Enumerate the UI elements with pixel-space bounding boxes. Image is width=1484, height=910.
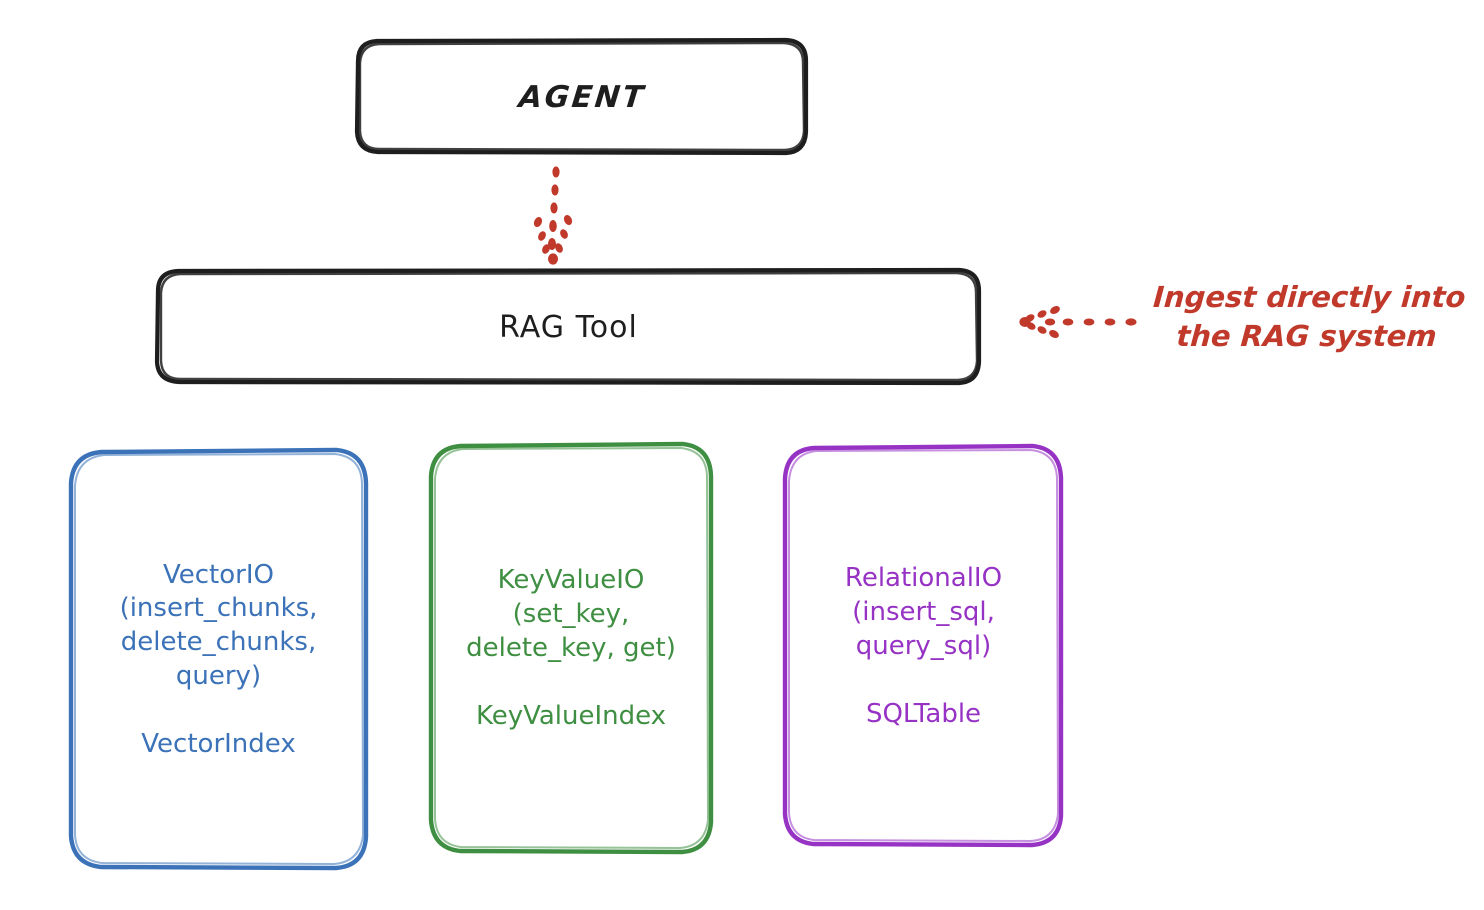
agent-box-outline xyxy=(354,37,809,156)
keyvalue-index-label: KeyValueIndex xyxy=(475,700,667,731)
relational-io-node[interactable]: RelationalIO (insert_sql, query_sql) SQL… xyxy=(785,446,1062,848)
agent-to-rag-connector xyxy=(533,166,573,265)
vector-index-label: VectorIndex xyxy=(141,728,296,759)
rag-tool-label: RAG Tool xyxy=(499,309,638,345)
ingest-annotation-label: Ingest directly into the RAG system xyxy=(1152,280,1467,353)
agent-node[interactable]: AGENT xyxy=(357,40,807,154)
keyvalue-io-box-outline xyxy=(428,441,714,855)
relational-io-box-outline xyxy=(782,443,1064,848)
vector-io-box-outline xyxy=(68,447,369,871)
relational-io-api-label: RelationalIO (insert_sql, query_sql) xyxy=(844,563,1003,661)
sql-table-label: SQLTable xyxy=(865,698,982,729)
ingest-connector xyxy=(1019,305,1137,339)
keyvalue-io-node[interactable]: KeyValueIO (set_key, delete_key, get) Ke… xyxy=(430,444,712,854)
agent-label: AGENT xyxy=(516,79,648,115)
keyvalue-io-api-label: KeyValueIO (set_key, delete_key, get) xyxy=(466,565,676,663)
rag-tool-node[interactable]: RAG Tool xyxy=(157,270,980,384)
vector-io-node[interactable]: VectorIO (insert_chunks, delete_chunks, … xyxy=(70,450,367,870)
vector-io-api-label: VectorIO (insert_chunks, delete_chunks, … xyxy=(119,559,318,691)
rag-tool-box-outline xyxy=(154,267,982,386)
